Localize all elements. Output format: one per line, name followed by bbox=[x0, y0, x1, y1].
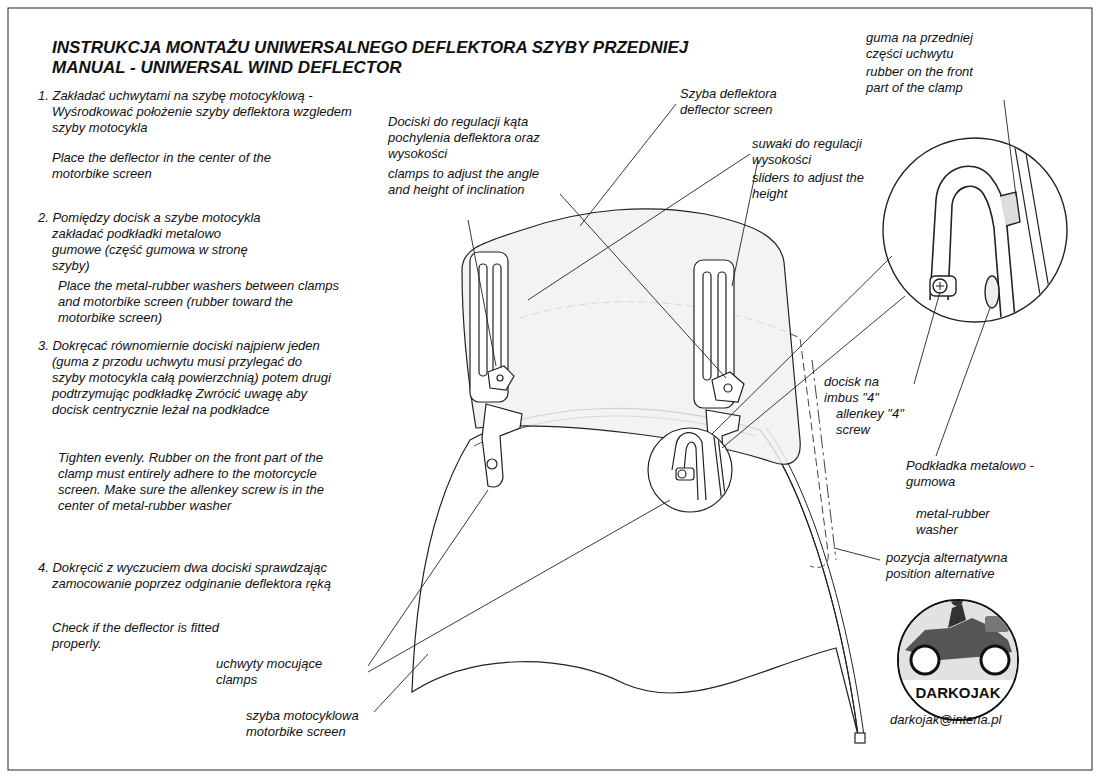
annotation-label: Szyba deflektora bbox=[680, 86, 830, 102]
leader-line bbox=[560, 194, 726, 378]
detail-magnified bbox=[930, 130, 1056, 330]
clamp bbox=[724, 384, 732, 392]
annotation-label: szyba motocyklowa bbox=[246, 708, 416, 724]
leader-line bbox=[368, 490, 488, 666]
annotation-label: 2. Pomiędzy docisk a szybe motocykla zak… bbox=[38, 210, 267, 274]
annotation-label: docisk na imbus "4" bbox=[824, 374, 904, 406]
annotation-label: position alternative bbox=[886, 566, 1086, 582]
leader-line bbox=[580, 104, 676, 226]
detail-magnified bbox=[883, 130, 1067, 330]
detail-circle bbox=[676, 468, 694, 480]
annotation-label: deflector screen bbox=[680, 102, 830, 118]
clamp bbox=[487, 459, 497, 469]
annotation-label: metal-rubber washer bbox=[916, 506, 1006, 538]
logo bbox=[951, 594, 963, 606]
logo bbox=[911, 646, 939, 674]
clamp bbox=[488, 366, 514, 390]
annotation-label: guma na przedniej części uchwytu bbox=[866, 30, 1001, 62]
annotation-label: Check if the deflector is fitted properl… bbox=[52, 620, 232, 652]
annotation-label: pozycja alternatywna bbox=[886, 550, 1086, 566]
slider bbox=[479, 264, 487, 376]
detail-magnified bbox=[1022, 130, 1056, 330]
annotation-label: darkojak@interia.pl bbox=[890, 712, 1080, 728]
motorbike-screen bbox=[855, 733, 865, 743]
leader-line bbox=[374, 654, 428, 712]
detail-circle bbox=[648, 428, 732, 512]
logo bbox=[895, 600, 1025, 680]
leader-line bbox=[834, 548, 880, 560]
annotation-label: uchwyty mocujące bbox=[216, 656, 376, 672]
detail-magnified bbox=[948, 186, 1002, 330]
annotation-label: clamps to adjust the angle and height of… bbox=[388, 166, 548, 198]
annotation-label: 3. Dokręcać równomiernie dociski najpier… bbox=[38, 338, 337, 418]
annotation-label: rubber on the front part of the clamp bbox=[866, 64, 996, 96]
annotation-label: sliders to adjust the height bbox=[752, 170, 882, 202]
detail-magnified bbox=[1012, 130, 1046, 330]
detail-magnified bbox=[930, 166, 1016, 330]
leader-line bbox=[1004, 100, 1016, 196]
logo bbox=[981, 646, 1009, 674]
frame bbox=[8, 8, 1092, 770]
leader-line bbox=[368, 500, 670, 672]
slider bbox=[703, 272, 711, 380]
slider bbox=[718, 272, 726, 380]
detail-circle bbox=[672, 420, 728, 520]
motorbike-screen bbox=[766, 428, 864, 736]
detail-magnified bbox=[1000, 192, 1020, 226]
annotation-label: suwaki do regulacji wysokości bbox=[752, 136, 887, 168]
logo bbox=[895, 594, 1025, 725]
annotation-label: allenkey "4" screw bbox=[836, 406, 914, 438]
clamp bbox=[497, 375, 503, 381]
annotation-label: Place the metal-rubber washers between c… bbox=[58, 278, 348, 326]
slider bbox=[470, 252, 734, 408]
logo bbox=[895, 594, 1025, 725]
detail-magnified bbox=[933, 279, 947, 293]
annotation-label: MANUAL - UNIWERSAL WIND DEFLECTOR bbox=[52, 58, 652, 78]
detail-magnified bbox=[930, 276, 956, 296]
annotation-label: Place the deflector in the center of the… bbox=[52, 150, 302, 182]
leader-line bbox=[914, 292, 940, 384]
clamp bbox=[712, 372, 744, 402]
leader-line bbox=[722, 296, 905, 448]
motorbike-screen bbox=[760, 430, 858, 735]
annotation-label: 1. Zakładać uchwytami na szybę motocyklo… bbox=[38, 88, 357, 136]
annotation-label: 4. Dokręcić z wyczuciem dwa dociski spra… bbox=[38, 560, 357, 592]
annotation-label: Tighten evenly. Rubber on the front part… bbox=[58, 450, 358, 514]
logo bbox=[948, 604, 966, 628]
detail-magnified bbox=[985, 276, 999, 308]
title: INSTRUKCJA MONTAŻU UNIWERSALNEGO DEFLEKT… bbox=[52, 38, 752, 58]
detail-magnified bbox=[936, 282, 944, 290]
annotation-label: DARKOJAK bbox=[898, 684, 1018, 702]
slider bbox=[493, 264, 501, 376]
leader-line bbox=[528, 154, 750, 300]
annotation-label: Dociski do regulacji kąta pochylenia def… bbox=[388, 114, 568, 162]
annotation-label: clamps bbox=[216, 672, 376, 688]
leader-line bbox=[936, 308, 990, 456]
clamp bbox=[482, 404, 522, 487]
annotation-label: motorbike screen bbox=[246, 724, 416, 740]
leader-line bbox=[468, 220, 496, 366]
detail-circle bbox=[716, 420, 728, 520]
detail-circle bbox=[678, 470, 686, 478]
logo bbox=[985, 616, 1009, 632]
annotation-label: Podkładka metalowo - gumowa bbox=[906, 458, 1036, 490]
detail-circle bbox=[672, 433, 706, 500]
